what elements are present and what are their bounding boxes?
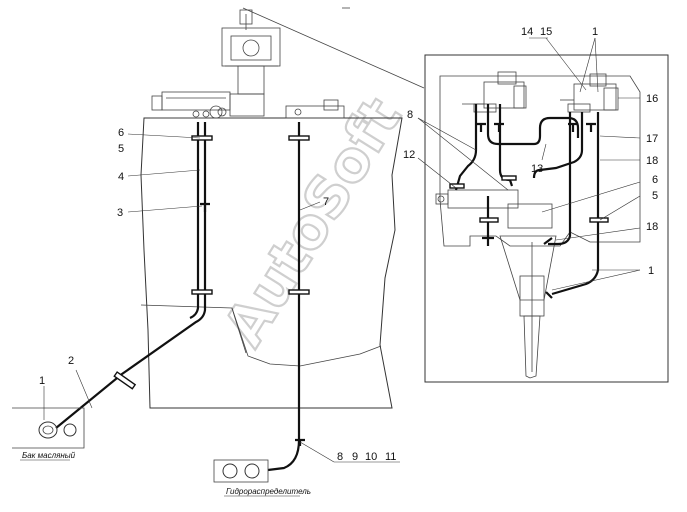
hose-4 <box>55 122 207 429</box>
top-mechanism <box>150 7 350 119</box>
inset-label-16: 16 <box>646 93 658 105</box>
inset-label-8: 8 <box>407 109 413 121</box>
inset-label-15: 15 <box>540 26 552 38</box>
label-3: 3 <box>117 207 123 219</box>
machine-body <box>140 117 403 409</box>
label-8: 8 <box>337 451 343 463</box>
label-1: 1 <box>39 375 45 387</box>
label-9: 9 <box>352 451 358 463</box>
hydro-distributor: Гидрораспределитель <box>213 459 311 497</box>
inset-label-1-top: 1 <box>592 26 598 38</box>
inset-label-12: 12 <box>403 149 415 161</box>
oil-tank-caption: Бак масляный <box>22 451 76 460</box>
inset-pointer-line <box>242 7 425 89</box>
inset-label-6: 6 <box>652 174 658 186</box>
inset-label-13: 13 <box>531 163 543 175</box>
clamps-main <box>113 135 310 390</box>
label-10: 10 <box>365 451 377 463</box>
detail-inset: 14 15 1 16 8 12 13 17 18 6 5 18 1 <box>403 26 669 383</box>
inset-label-18b: 18 <box>646 221 658 233</box>
label-11: 11 <box>385 451 396 463</box>
hydro-distributor-caption: Гидрораспределитель <box>226 487 311 496</box>
leaders-main <box>43 133 400 463</box>
hose-4-return <box>189 122 200 320</box>
fittings-main <box>200 202 305 446</box>
inset-label-1-bot: 1 <box>648 265 654 277</box>
inset-label-5: 5 <box>652 190 658 202</box>
inset-label-17: 17 <box>646 133 658 145</box>
callouts-main: 6 5 4 3 7 2 1 8 9 10 11 <box>39 127 396 463</box>
label-6: 6 <box>118 127 124 139</box>
watermark: AutoSoft <box>212 87 415 358</box>
oil-tank: Бак масляный <box>12 407 85 461</box>
label-4: 4 <box>118 171 124 183</box>
inset-label-14: 14 <box>521 26 533 38</box>
inset-label-18a: 18 <box>646 155 658 167</box>
label-5: 5 <box>118 143 124 155</box>
label-2: 2 <box>68 355 74 367</box>
label-7: 7 <box>323 196 329 208</box>
